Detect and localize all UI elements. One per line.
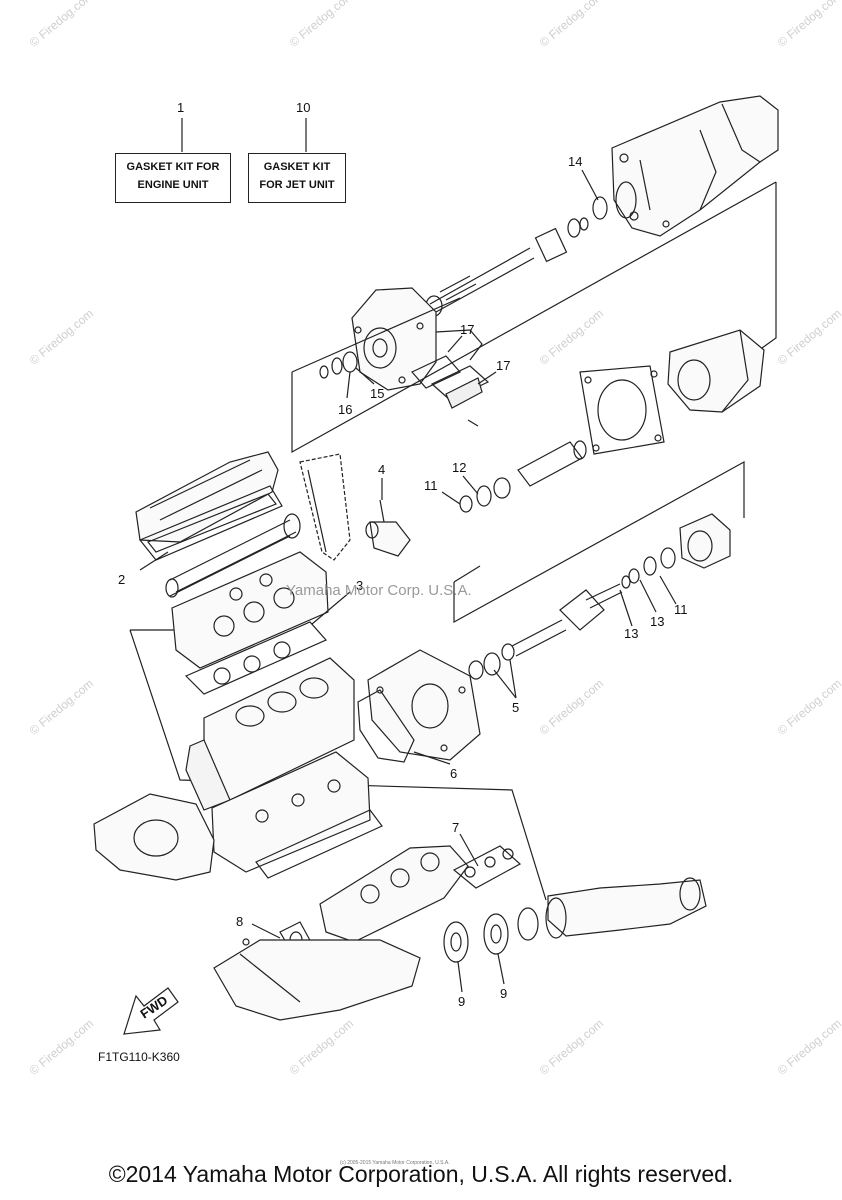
intake-duct (667, 329, 765, 413)
jet-pump-housing (351, 287, 483, 391)
head-cover (135, 451, 279, 543)
callout-11-upper: 11 (424, 478, 438, 493)
exhaust-pipe (213, 938, 421, 1021)
callout-14: 14 (568, 154, 582, 169)
callout-11-lower: 11 (674, 602, 688, 617)
head-gasket-3 (184, 621, 327, 695)
callout-17-lower: 17 (496, 358, 510, 373)
callout-7: 7 (452, 820, 459, 835)
camshafts (165, 513, 301, 598)
crankcase-cover (367, 649, 481, 761)
duct-gasket (579, 365, 665, 455)
callout-1: 1 (177, 100, 184, 115)
callout-8: 8 (236, 914, 243, 929)
cover-gasket-6 (357, 689, 415, 763)
watermark-text: Yamaha Motor Corp. U.S.A. (286, 582, 472, 599)
jet-gasket-kit-label: GASKET KIT FOR JET UNIT (248, 153, 346, 203)
callout-9-left: 9 (458, 994, 465, 1009)
drive-shaft-tube (459, 440, 587, 513)
tensioner (365, 499, 411, 557)
kit-line: FOR JET UNIT (259, 179, 335, 191)
callout-3: 3 (356, 578, 363, 593)
gaskets-17 (411, 355, 490, 427)
exhaust-manifold (319, 845, 469, 943)
copyright-footer: ©2014 Yamaha Motor Corporation, U.S.A. A… (108, 1161, 734, 1187)
callout-9-right: 9 (500, 986, 507, 1001)
seals-15-16 (319, 351, 358, 379)
fwd-arrow: FWD (123, 987, 179, 1035)
timing-chain (299, 453, 351, 561)
kit-line: GASKET KIT FOR (126, 161, 220, 173)
kit-line: GASKET KIT (263, 161, 331, 173)
kit-line: ENGINE UNIT (137, 179, 209, 191)
cylinder-block (185, 657, 355, 811)
oil-pan-gasket (255, 809, 383, 879)
callout-13-left: 13 (624, 626, 638, 641)
impeller-shaft-upper (425, 217, 589, 317)
callout-2: 2 (118, 572, 125, 587)
jet-nozzle (611, 95, 779, 237)
figure-code: F1TG110-K360 (98, 1050, 180, 1064)
callout-10: 10 (296, 100, 310, 115)
exhaust-hose (545, 877, 707, 939)
o-ring-14 (592, 196, 608, 220)
exhaust-gasket-7 (452, 845, 522, 889)
callout-12: 12 (452, 460, 466, 475)
cover-gasket-2 (139, 485, 283, 561)
bearing-housing (621, 513, 731, 589)
callout-17-upper: 17 (460, 322, 474, 337)
callout-13-right: 13 (650, 614, 664, 629)
leader-lines (139, 118, 677, 993)
exhaust-gaskets-9 (443, 907, 539, 963)
tiny-copyright-note: (c) 2005-2015 Yamaha Motor Corporation, … (340, 1160, 450, 1166)
lower-crankcase (211, 751, 371, 873)
cylinder-head (171, 551, 329, 669)
callout-16: 16 (338, 402, 352, 417)
callout-5: 5 (512, 700, 519, 715)
callout-6: 6 (450, 766, 457, 781)
callout-15: 15 (370, 386, 384, 401)
side-cover (93, 793, 215, 881)
coupler-shaft (468, 583, 623, 680)
engine-gasket-kit-label: GASKET KIT FOR ENGINE UNIT (115, 153, 231, 203)
callout-4: 4 (378, 462, 385, 477)
